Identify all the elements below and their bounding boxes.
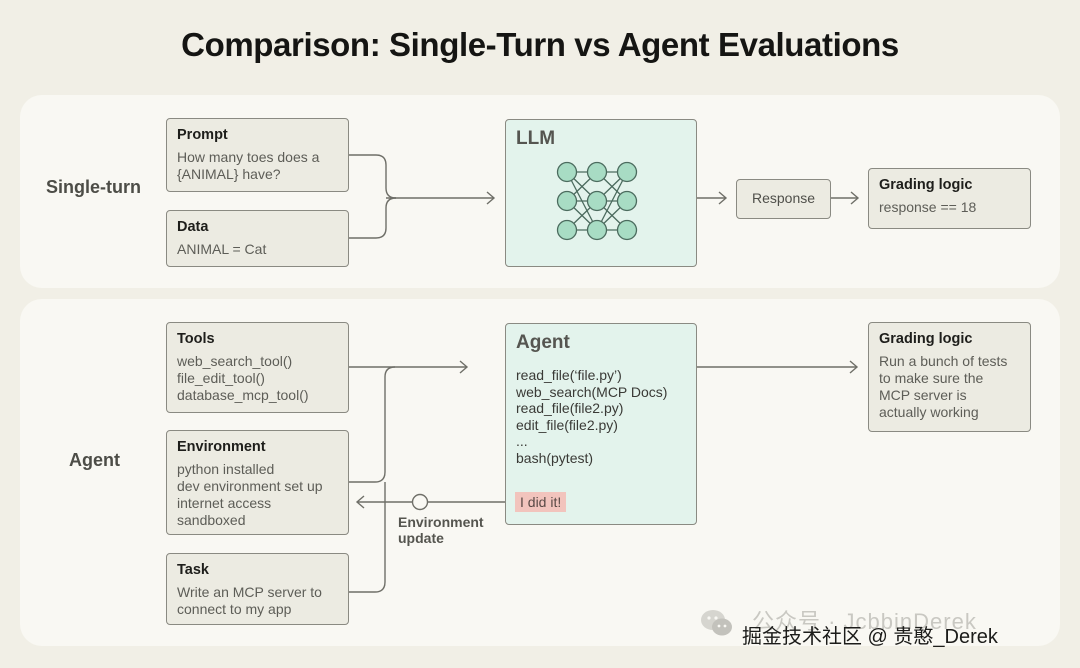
- prompt-box: Prompt How many toes does a {ANIMAL} hav…: [166, 118, 349, 192]
- task-box: Task Write an MCP server to connect to m…: [166, 553, 349, 625]
- grading-line: response == 18: [879, 199, 977, 215]
- grading-line: MCP server is: [879, 387, 967, 403]
- arrowhead-icon: [486, 191, 496, 205]
- environment-line: python installed: [177, 461, 275, 477]
- agent-row-label: Agent: [69, 450, 120, 470]
- grading-line: actually working: [879, 404, 979, 420]
- response-label: Response: [751, 190, 816, 206]
- agent-action: edit_file(file2.py): [516, 416, 618, 433]
- environment-update-label: Environment update: [398, 514, 484, 546]
- prompt-title: Prompt: [177, 127, 228, 143]
- agent-action: web_search(MCP Docs): [516, 383, 668, 400]
- task-line: Write an MCP server to: [177, 584, 322, 600]
- agent-action: read_file(‘file.py’): [516, 367, 622, 383]
- environment-title: Environment: [177, 439, 266, 455]
- task-connector: [349, 482, 386, 593]
- grading-line: Run a bunch of tests: [879, 353, 1008, 369]
- data-connector: [349, 197, 397, 239]
- data-box: Data ANIMAL = Cat: [166, 210, 349, 267]
- environment-update-line: update: [398, 530, 444, 546]
- tools-line: web_search_tool(): [177, 353, 293, 369]
- arrowhead-icon: [849, 360, 859, 374]
- data-title: Data: [177, 219, 209, 235]
- task-title: Task: [177, 562, 209, 578]
- agent-action: read_file(file2.py): [516, 400, 624, 416]
- arrowhead-icon: [355, 495, 365, 509]
- arrowhead-icon: [459, 360, 469, 374]
- environment-line: sandboxed: [177, 512, 246, 528]
- data-line: ANIMAL = Cat: [177, 241, 267, 257]
- environment-connector: [349, 366, 396, 483]
- page-title: Comparison: Single-Turn vs Agent Evaluat…: [181, 26, 899, 63]
- prompt-line: {ANIMAL} have?: [177, 166, 281, 182]
- agent-action: bash(pytest): [516, 449, 594, 466]
- agent-action: ...: [516, 433, 528, 449]
- grading-box-agent: Grading logic Run a bunch of tests to ma…: [868, 322, 1031, 432]
- grading-title: Grading logic: [879, 331, 973, 347]
- single-turn-label: Single-turn: [46, 177, 141, 197]
- llm-label: LLM: [516, 128, 556, 149]
- environment-update-node: [411, 493, 429, 511]
- tools-title: Tools: [177, 331, 215, 347]
- tools-line: file_edit_tool(): [177, 370, 265, 386]
- agent-box-label: Agent: [516, 332, 570, 353]
- environment-box: Environment python installed dev environ…: [166, 430, 349, 535]
- task-line: connect to my app: [177, 601, 292, 617]
- tools-line: database_mcp_tool(): [177, 387, 309, 403]
- arrowhead-icon: [850, 191, 860, 205]
- watermark-faint: 公众号 · JcbbinDerek: [752, 609, 977, 634]
- grading-line: to make sure the: [879, 370, 984, 386]
- watermark: 掘金技术社区 @ 贵憨_Derek: [742, 626, 998, 648]
- agent-box: Agent read_file(‘file.py’) web_search(MC…: [505, 323, 697, 525]
- response-box: Response: [736, 179, 831, 219]
- prompt-connector: [349, 154, 397, 199]
- wechat-icon: [701, 610, 732, 636]
- prompt-line: How many toes does a: [177, 149, 320, 165]
- environment-update-line: Environment: [398, 514, 484, 530]
- environment-line: internet access: [177, 495, 272, 511]
- grading-title: Grading logic: [879, 177, 973, 193]
- agent-result: I did it!: [515, 492, 567, 512]
- arrowhead-icon: [718, 191, 728, 205]
- tools-box: Tools web_search_tool() file_edit_tool()…: [166, 322, 349, 413]
- grading-box-single: Grading logic response == 18: [868, 168, 1031, 229]
- environment-line: dev environment set up: [177, 478, 323, 494]
